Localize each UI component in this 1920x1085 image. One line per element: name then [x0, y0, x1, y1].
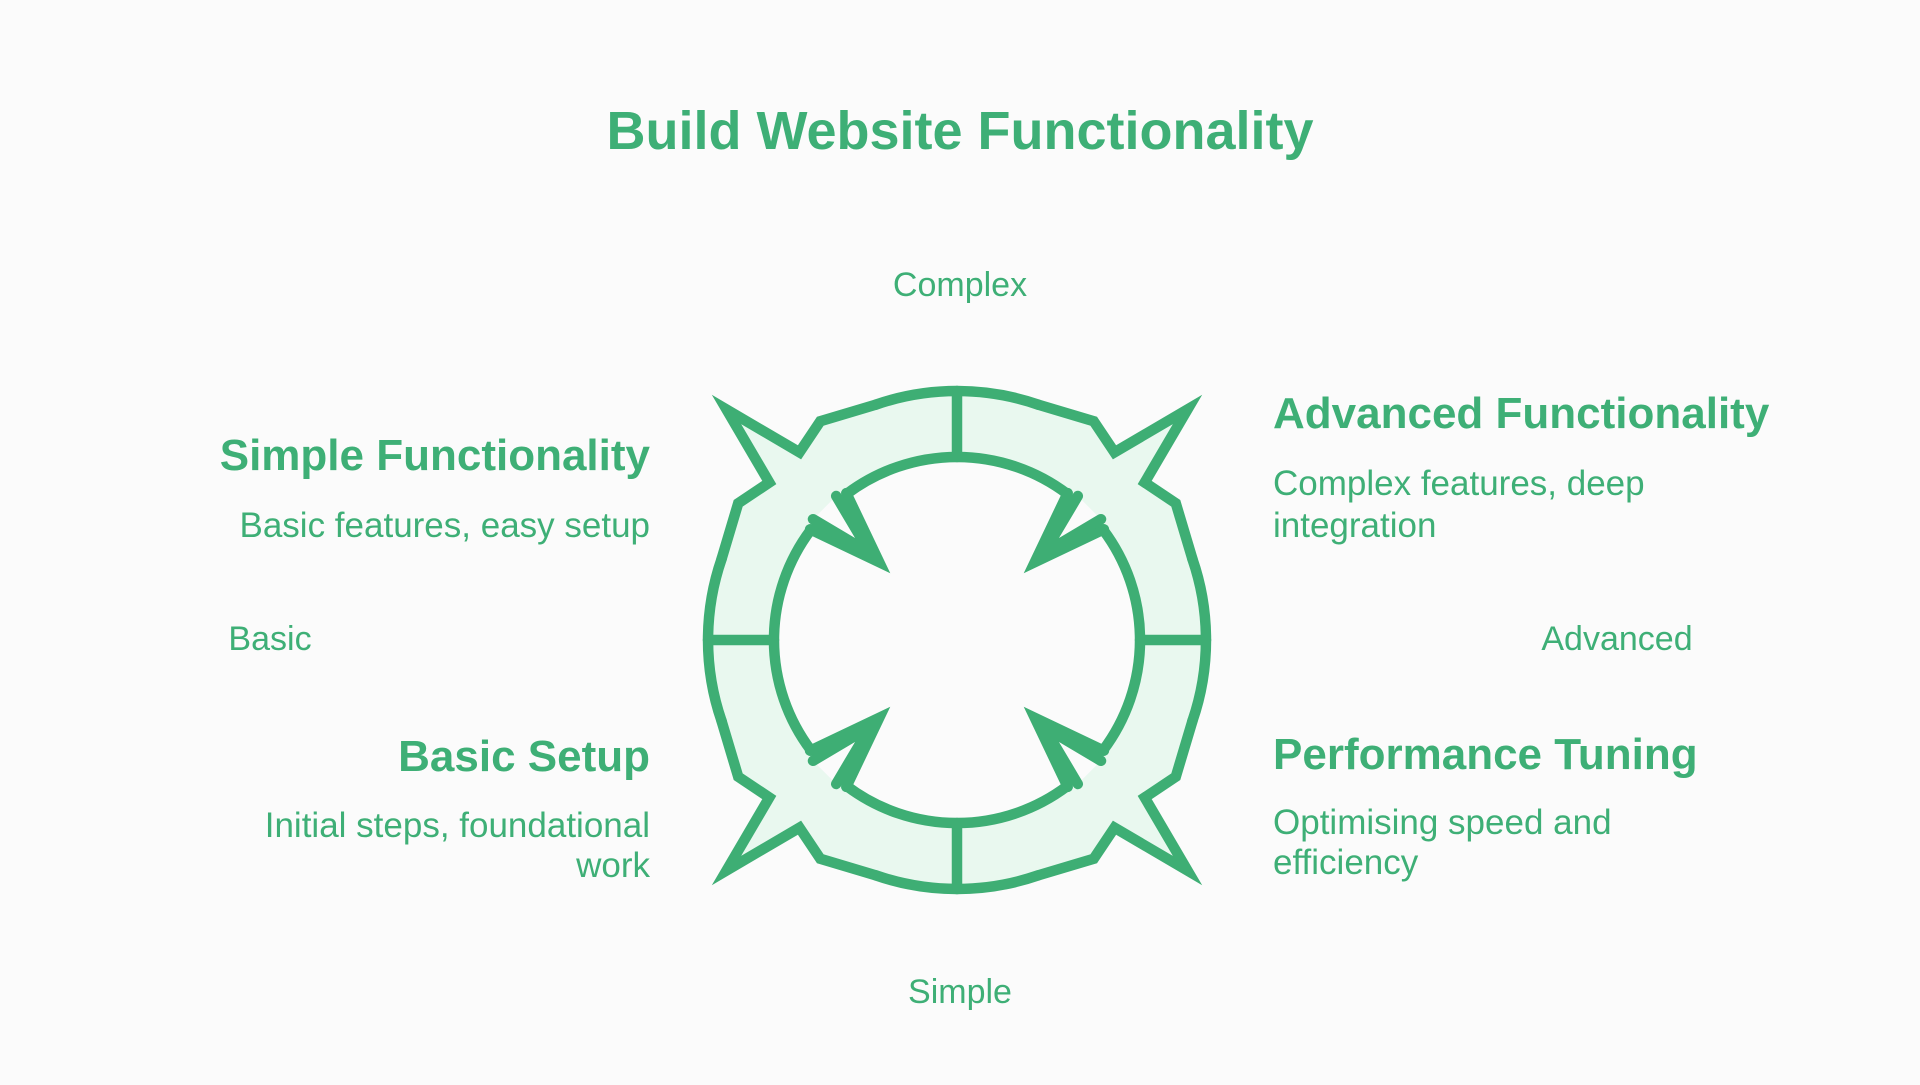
- axis-label-simple: Simple: [908, 973, 1012, 1011]
- axis-label-complex: Complex: [892, 266, 1028, 304]
- quadrant-heading-performance-tuning: Performance Tuning: [1273, 730, 1698, 779]
- quadrant-heading-advanced-functionality: Advanced Functionality: [1273, 389, 1770, 438]
- quadrant-description-line: efficiency: [1273, 843, 1419, 882]
- quadrant-heading-basic-setup: Basic Setup: [398, 732, 650, 781]
- quadrant-description-line: Complex features, deep: [1273, 464, 1645, 503]
- quadrant-description-line: Basic features, easy setup: [239, 506, 651, 545]
- quadrant-description-line: Optimising speed and: [1273, 803, 1612, 842]
- quadrant-heading-simple-functionality: Simple Functionality: [219, 431, 650, 480]
- quadrant-description-line: Initial steps, foundational: [264, 806, 650, 845]
- page-title: Build Website Functionality: [606, 101, 1314, 161]
- axis-label-basic: Basic: [228, 620, 312, 658]
- quadrant-description-line: work: [576, 846, 650, 885]
- quadrant-description-line: integration: [1273, 506, 1437, 545]
- axis-label-advanced: Advanced: [1541, 620, 1693, 658]
